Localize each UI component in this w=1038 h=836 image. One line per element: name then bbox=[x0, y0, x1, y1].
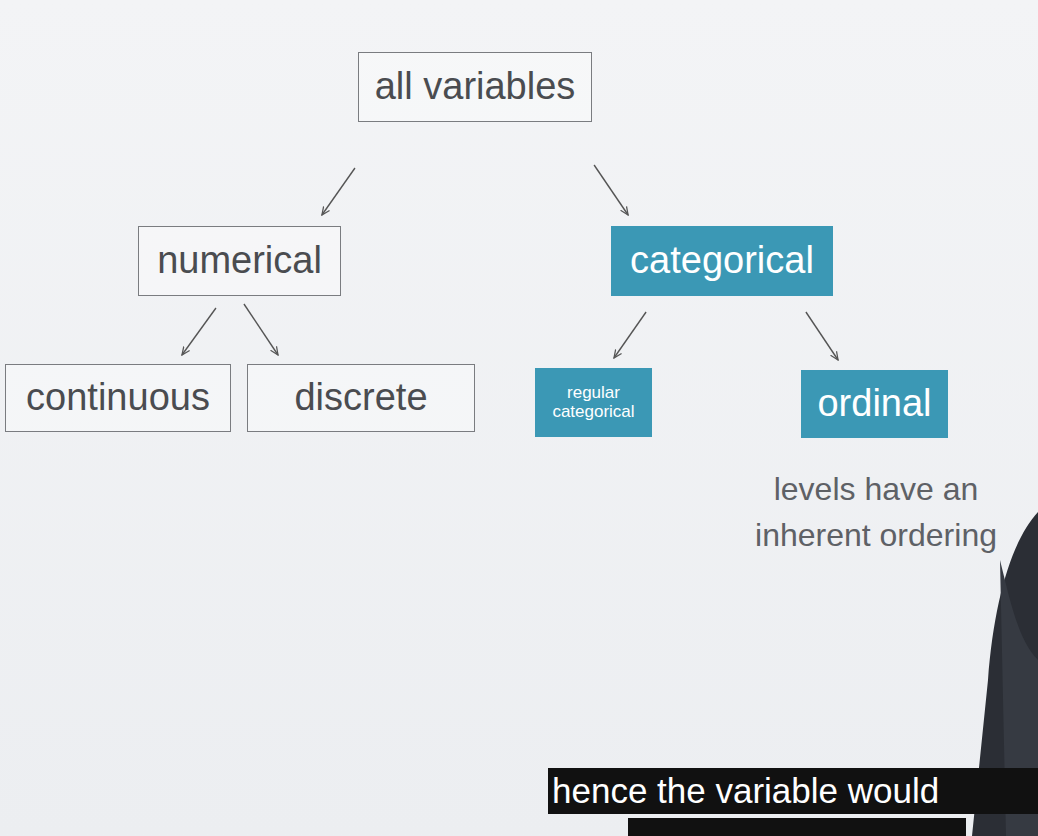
tree-arrow bbox=[182, 308, 216, 355]
category-box: categorical bbox=[611, 226, 833, 296]
variable-box: continuous bbox=[5, 364, 231, 432]
variable-box: numerical bbox=[138, 226, 341, 296]
box-label: discrete bbox=[294, 377, 427, 419]
tree-arrow bbox=[594, 165, 628, 215]
tree-arrow bbox=[322, 168, 355, 215]
variable-box: all variables bbox=[358, 52, 592, 122]
box-label: ordinal bbox=[817, 383, 931, 425]
box-label: continuous bbox=[26, 377, 210, 419]
category-box: regular categorical bbox=[535, 368, 652, 437]
subtitle-bar bbox=[548, 768, 1038, 814]
box-label: categorical bbox=[630, 240, 814, 282]
variable-box: discrete bbox=[247, 364, 475, 432]
tree-arrow bbox=[806, 312, 838, 360]
subtitle-bar bbox=[628, 818, 966, 836]
annotation-note: levels have an inherent ordering bbox=[718, 466, 1034, 559]
tree-arrow bbox=[244, 304, 278, 355]
box-label: all variables bbox=[375, 66, 576, 108]
category-box: ordinal bbox=[801, 370, 948, 438]
video-subtitle: hence the variable would bbox=[552, 770, 1034, 812]
box-label: regular categorical bbox=[542, 384, 645, 421]
box-label: numerical bbox=[157, 240, 322, 282]
tree-arrow bbox=[614, 312, 646, 358]
